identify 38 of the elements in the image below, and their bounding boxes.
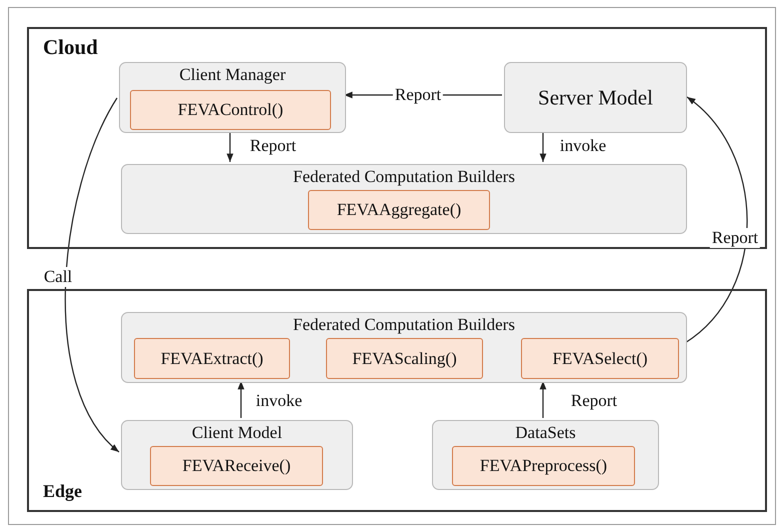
- arrow: [540, 381, 546, 418]
- function-box: [452, 446, 635, 486]
- arrow: [238, 381, 244, 418]
- zone-title: Cloud: [43, 35, 98, 60]
- function-box: [326, 338, 483, 379]
- function-name: FEVAExtract(): [160, 348, 264, 368]
- function-name: FEVAAggregate(): [336, 200, 462, 220]
- component-box: [121, 164, 687, 234]
- zone-title: Edge: [43, 481, 82, 502]
- edge-label: Call: [42, 267, 74, 287]
- arrow: [684, 96, 748, 344]
- function-box: [521, 338, 679, 379]
- component-box: [432, 420, 659, 490]
- zone-panel: [27, 289, 767, 512]
- component-box: [119, 62, 346, 133]
- component-title: Client Model: [190, 423, 284, 443]
- function-name: FEVASelect(): [552, 348, 648, 368]
- component-box: [121, 420, 353, 490]
- component-box: [121, 312, 687, 383]
- component-title: Federated Computation Builders: [292, 315, 516, 335]
- function-box: [150, 446, 323, 486]
- function-name: FEVAControl(): [178, 100, 284, 120]
- edge-label: Report: [710, 228, 760, 248]
- zone-panel: [27, 27, 767, 249]
- arrow: [226, 131, 234, 162]
- arrow: [64, 98, 120, 452]
- component-box: [504, 62, 687, 133]
- component-title: Server Model: [537, 84, 654, 111]
- component-title: Client Manager: [178, 65, 287, 85]
- function-box: [308, 190, 490, 230]
- function-name: FEVAScaling(): [352, 348, 457, 368]
- component-title: Federated Computation Builders: [292, 167, 516, 187]
- function-box: [134, 338, 290, 379]
- arrow: [540, 131, 546, 162]
- function-box: [130, 90, 331, 130]
- function-name: FEVAPreprocess(): [480, 456, 608, 476]
- function-name: FEVAReceive(): [182, 456, 291, 476]
- component-title: DataSets: [514, 423, 577, 443]
